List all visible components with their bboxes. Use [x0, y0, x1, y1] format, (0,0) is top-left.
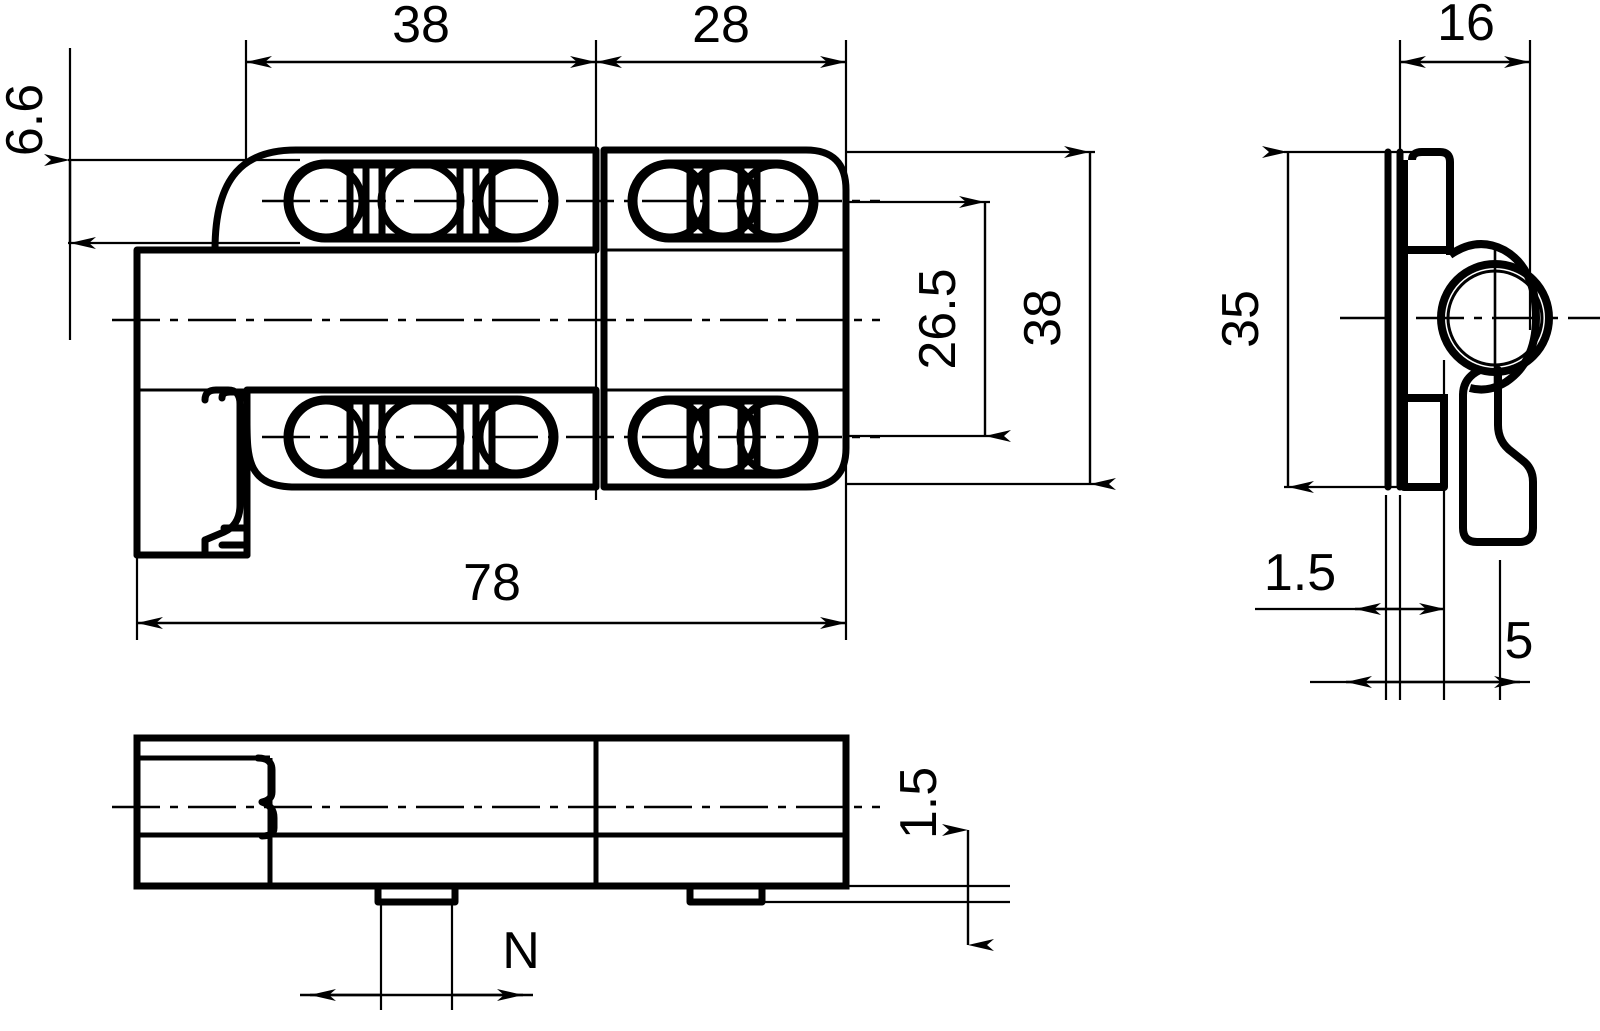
bottom-view-outline — [133, 734, 850, 890]
bottom-view-tab-right — [686, 886, 766, 906]
front-view-body-outline — [133, 246, 251, 559]
dim-38-top-label: 38 — [392, 0, 450, 54]
dim-1-5-side-label: 1.5 — [1264, 544, 1336, 602]
dim-35-label: 35 — [1212, 290, 1270, 348]
front-view-internal-lines — [137, 248, 846, 392]
dim-16-label: 16 — [1437, 0, 1495, 52]
dim-38-top: 38 — [246, 0, 596, 68]
front-view: 6.6 38 28 — [0, 0, 1116, 640]
dim-1-5-bottom: 1.5 — [890, 767, 994, 951]
bottom-view-latch-detail — [254, 754, 278, 840]
dim-1-5-bottom-label: 1.5 — [890, 767, 948, 839]
dim-5: 5 — [1346, 612, 1534, 688]
dim-N: N — [300, 922, 540, 1001]
dim-1-5-side: 1.5 — [1264, 544, 1445, 615]
dim-28-top: 28 — [596, 0, 846, 68]
front-view-centerlines — [112, 199, 880, 439]
dim-6-6-label: 6.6 — [0, 84, 54, 156]
bottom-view-internal-lines — [137, 738, 846, 886]
dim-N-label: N — [502, 922, 540, 980]
dim-38-right: 38 — [1014, 146, 1116, 490]
side-view-flange — [1400, 148, 1454, 491]
side-view-base-plate — [1384, 148, 1404, 491]
side-view: 16 35 — [1212, 0, 1600, 700]
side-view-tab — [1459, 366, 1537, 546]
front-view-plate-right — [600, 146, 850, 491]
dim-38-right-label: 38 — [1014, 289, 1072, 347]
dim-16: 16 — [1400, 0, 1530, 68]
dim-5-label: 5 — [1505, 612, 1534, 670]
dim-28-top-label: 28 — [692, 0, 750, 54]
dim-6-6: 6.6 — [0, 84, 96, 249]
front-view-plate-left — [211, 146, 600, 254]
bottom-view-tab-left — [374, 886, 459, 906]
dim-35: 35 — [1212, 146, 1314, 493]
front-view-latch-detail — [201, 386, 251, 559]
dim-78: 78 — [137, 554, 846, 629]
bottom-view: 1.5 N — [112, 734, 1010, 1010]
dim-78-label: 78 — [463, 554, 521, 612]
dim-26-5-label: 26.5 — [909, 268, 967, 369]
dim-26-5: 26.5 — [909, 196, 1011, 442]
